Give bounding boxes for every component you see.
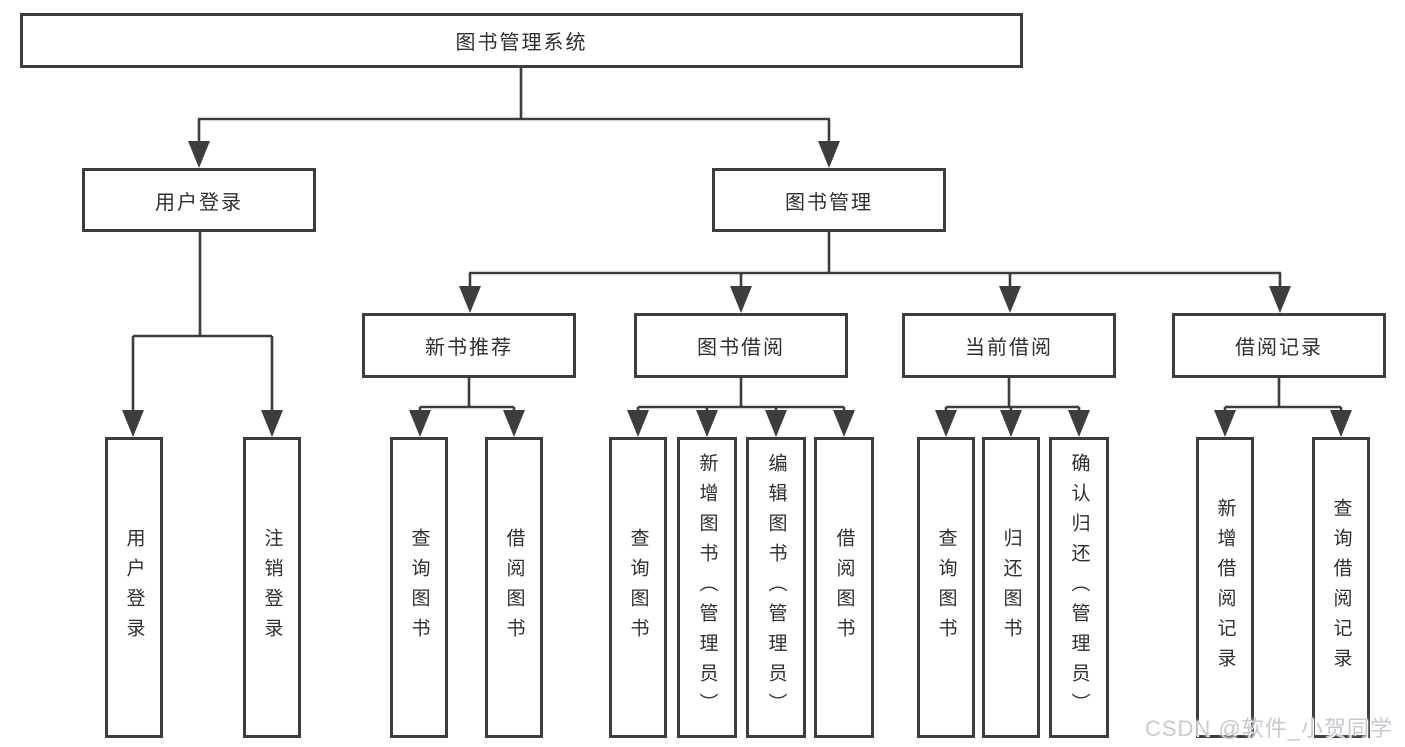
node-label: 借阅图书 xyxy=(833,527,855,648)
node-current-borrowing: 当前借阅 xyxy=(902,313,1116,378)
node-label: 图书管理 xyxy=(785,191,873,214)
arrowhead-icon xyxy=(730,286,752,313)
node-label: 借阅记录 xyxy=(1235,337,1323,359)
node-leaf-edit-book-admin: 编辑图书（管理员） xyxy=(746,437,806,738)
node-label: 查询图书 xyxy=(627,527,649,648)
arrowhead-icon xyxy=(1269,286,1291,313)
node-leaf-add-borrow-record: 新增借阅记录 xyxy=(1196,437,1254,738)
node-label: 新增借阅记录 xyxy=(1214,497,1236,678)
arrowhead-icon xyxy=(818,141,840,168)
node-borrowing-records: 借阅记录 xyxy=(1172,313,1386,378)
node-label: 用户登录 xyxy=(155,191,243,214)
arrowhead-icon xyxy=(627,410,649,437)
arrowhead-icon xyxy=(935,410,957,437)
node-leaf-return-books: 归还图书 xyxy=(982,437,1040,738)
node-label: 查询借阅记录 xyxy=(1330,497,1352,678)
node-book-management: 图书管理 xyxy=(712,168,946,232)
node-label: 确认归还（管理员） xyxy=(1068,452,1090,723)
connector-user-login-children xyxy=(131,232,274,415)
node-leaf-query-borrow-record: 查询借阅记录 xyxy=(1312,437,1370,738)
node-label: 用户登录 xyxy=(123,527,145,648)
connector-records-children xyxy=(1223,378,1343,415)
node-label: 查询图书 xyxy=(408,527,430,648)
csdn-watermark: CSDN @软件_小贺同学 xyxy=(1144,716,1393,741)
arrowhead-icon xyxy=(1000,410,1022,437)
node-label: 查询图书 xyxy=(935,527,957,648)
node-root-system: 图书管理系统 xyxy=(20,13,1023,68)
node-label: 借阅图书 xyxy=(503,527,525,648)
node-root-label: 图书管理系统 xyxy=(455,32,588,54)
node-label: 注销登录 xyxy=(261,527,283,648)
node-leaf-logout: 注销登录 xyxy=(243,437,301,738)
node-label: 编辑图书（管理员） xyxy=(765,452,787,723)
arrowhead-icon xyxy=(409,410,431,437)
arrowhead-icon xyxy=(1330,410,1352,437)
connector-borrowing-children xyxy=(636,378,846,415)
node-leaf-borrow-books-borrowing: 借阅图书 xyxy=(814,437,874,738)
node-new-book-recommend: 新书推荐 xyxy=(362,313,576,378)
node-book-borrowing: 图书借阅 xyxy=(634,313,848,378)
arrowhead-icon xyxy=(833,410,855,437)
connector-book-mgmt-children xyxy=(468,232,1282,291)
node-user-login: 用户登录 xyxy=(82,168,316,232)
arrowhead-icon xyxy=(188,141,210,168)
arrowhead-icon xyxy=(1068,410,1090,437)
node-leaf-user-login: 用户登录 xyxy=(105,437,163,738)
node-label: 归还图书 xyxy=(1000,527,1022,648)
node-leaf-query-books-borrowing: 查询图书 xyxy=(609,437,667,738)
arrowhead-icon xyxy=(765,410,787,437)
node-leaf-borrow-books-recommend: 借阅图书 xyxy=(485,437,543,738)
connector-new-books-children xyxy=(418,378,516,415)
arrowhead-icon xyxy=(696,410,718,437)
node-leaf-query-books-current: 查询图书 xyxy=(917,437,975,738)
node-label: 新书推荐 xyxy=(425,337,513,359)
node-leaf-query-books-recommend: 查询图书 xyxy=(390,437,448,738)
connector-root-to-level2 xyxy=(197,68,831,146)
arrowhead-icon xyxy=(261,410,283,437)
arrowhead-icon xyxy=(1214,410,1236,437)
connector-current-children xyxy=(944,378,1081,415)
arrowhead-icon xyxy=(459,286,481,313)
node-leaf-confirm-return-admin: 确认归还（管理员） xyxy=(1049,437,1109,738)
node-label: 当前借阅 xyxy=(965,337,1053,359)
arrowhead-icon xyxy=(503,410,525,437)
arrowhead-icon xyxy=(122,410,144,437)
node-label: 图书借阅 xyxy=(697,337,785,359)
node-label: 新增图书（管理员） xyxy=(696,452,718,723)
arrowhead-icon xyxy=(999,286,1021,313)
node-leaf-add-book-admin: 新增图书（管理员） xyxy=(677,437,737,738)
